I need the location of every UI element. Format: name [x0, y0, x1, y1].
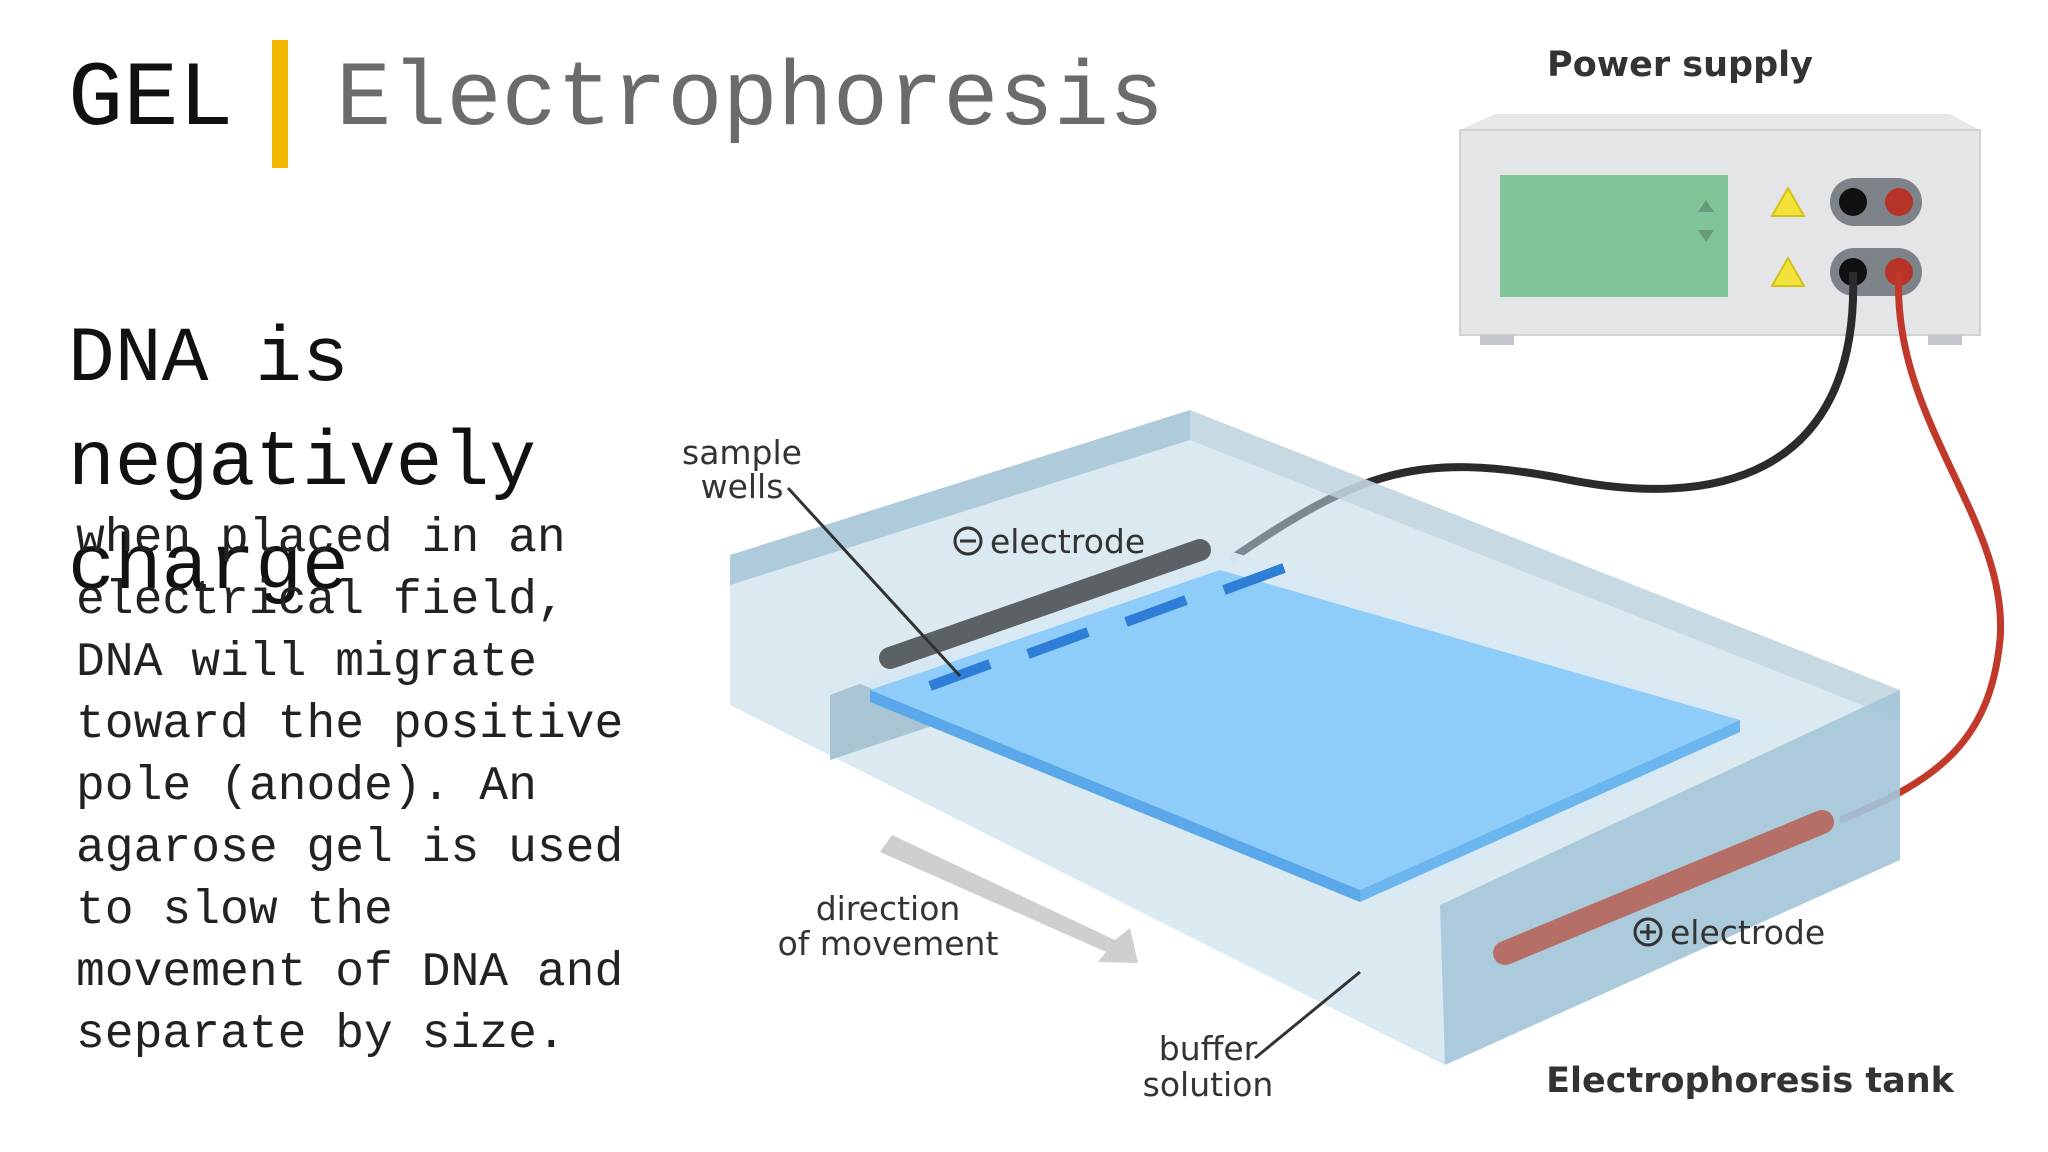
negative-electrode-label: electrode: [990, 522, 1145, 561]
sample-well: [1026, 627, 1090, 659]
sample-well: [1124, 595, 1188, 627]
positive-terminal[interactable]: [1885, 188, 1913, 216]
negative-electrode: [879, 539, 1211, 669]
positive-electrode: [1493, 810, 1834, 965]
direction-arrow-icon: [880, 835, 1138, 963]
sample-wells-label-2: wells: [701, 467, 784, 506]
tank-label: Electrophoresis tank: [1546, 1061, 1955, 1101]
electrophoresis-diagram: Power supply sample wells electrode elec…: [682, 45, 2005, 1104]
buffer-label-2: solution: [1143, 1065, 1274, 1104]
title-electrophoresis: Electrophoresis: [336, 47, 1165, 152]
subtitle: DNA is negatively charge: [68, 316, 537, 612]
power-supply-label: Power supply: [1547, 45, 1813, 85]
negative-terminal[interactable]: [1839, 188, 1867, 216]
body-text: when placed in an electrical field, DNA …: [76, 512, 624, 1062]
warning-icon: [1770, 185, 1806, 217]
plus-icon: [1633, 917, 1663, 947]
direction-label-2: of movement: [778, 924, 999, 963]
title-gel: GEL: [68, 47, 234, 152]
positive-electrode-label: electrode: [1670, 913, 1825, 952]
power-supply: [1459, 114, 1981, 345]
sample-well: [1222, 563, 1286, 595]
arrow-up-icon[interactable]: [1698, 200, 1714, 212]
buffer-label-1: buffer: [1159, 1029, 1258, 1068]
warning-icon: [1770, 255, 1806, 287]
minus-icon: [953, 526, 983, 556]
arrow-down-icon[interactable]: [1698, 230, 1714, 242]
red-wire: [1838, 271, 2005, 824]
power-supply-screen: [1500, 175, 1728, 297]
title-accent-bar: [272, 40, 288, 168]
sample-wells-label-1: sample: [682, 433, 802, 472]
direction-label-1: direction: [816, 889, 961, 928]
agarose-gel: [870, 563, 1740, 902]
